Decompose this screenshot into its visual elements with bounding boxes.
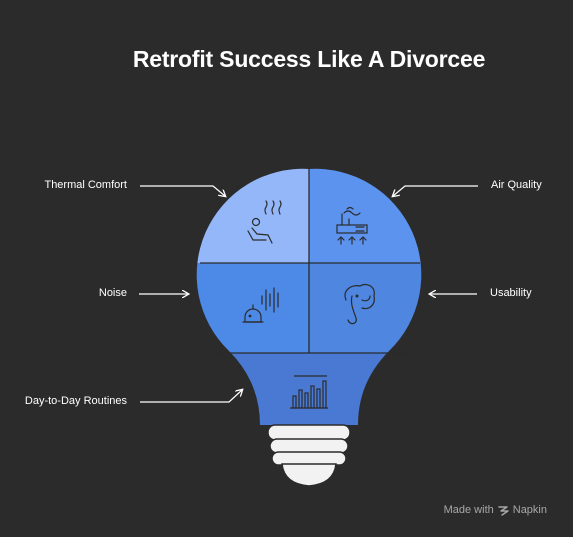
label-air-quality: Air Quality [491, 179, 542, 191]
napkin-brand-text: Napkin [512, 504, 547, 516]
elephant-icon [344, 283, 375, 325]
label-day-to-day-routines: Day-to-Day Routines [24, 395, 127, 407]
label-usability: Usability [490, 287, 532, 299]
person-relaxing-heat-icon [247, 200, 282, 244]
diagram-title: Retrofit Success Like A Divorcee [132, 46, 486, 72]
label-noise: Noise [98, 287, 127, 299]
sound-wave-icon [242, 287, 279, 323]
segment-air-quality [309, 168, 422, 263]
bulb-base [267, 424, 351, 487]
factory-air-icon [336, 206, 368, 245]
segment-thermal-comfort [196, 168, 309, 263]
segment-noise [196, 263, 309, 353]
made-with-text: Made with [443, 504, 494, 516]
label-thermal-comfort: Thermal Comfort [44, 179, 127, 191]
footer-attribution: Made with Napkin [444, 504, 547, 516]
connector-arrows [139, 185, 478, 403]
segment-day-to-day-routines [196, 353, 422, 426]
bar-chart-icon [290, 375, 328, 409]
napkin-logo-icon [498, 505, 509, 516]
